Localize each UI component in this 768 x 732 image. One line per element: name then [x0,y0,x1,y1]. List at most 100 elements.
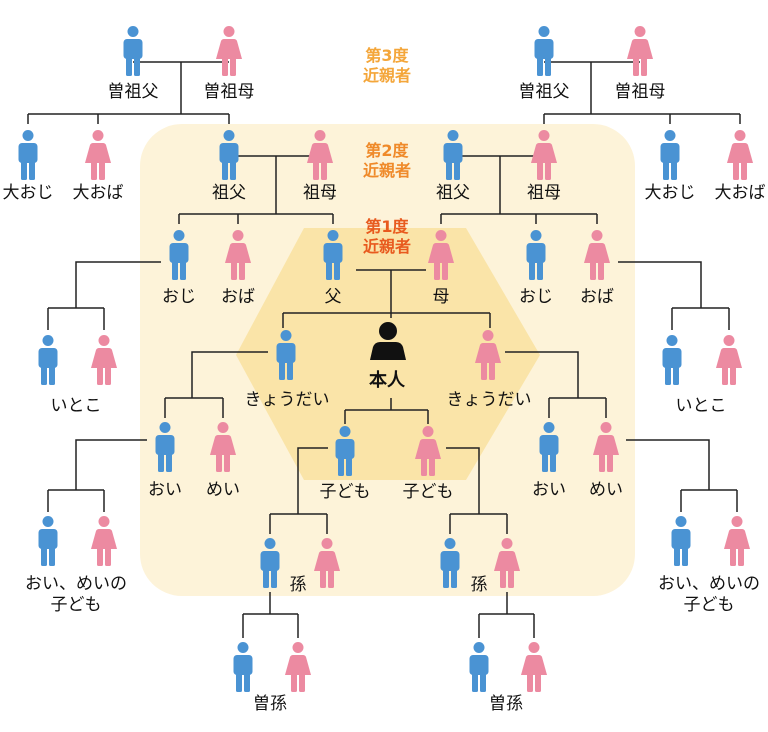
label-sibling-left: きょうだい [244,390,330,410]
label-nnc-right-line1: おい、めいの [658,574,760,594]
label-grandchild-right: 孫 [470,575,488,595]
connector-line [75,261,161,308]
self-silhouette-icon [370,322,406,360]
label-aunt-left: おば [221,287,255,307]
sibling-right-icon [475,330,501,380]
nephew-left-icon [155,422,175,472]
label-sibling-right: きょうだい [446,390,532,410]
degree2-line2: 近親者 [362,161,411,180]
grandfather-right-icon [443,130,463,180]
great-grandchild-right-female-icon [521,642,547,692]
label-grand-uncle-left: 大おじ [2,183,54,203]
label-cousin-right: いとこ [675,396,727,416]
label-nnc-left-line2: 子ども [50,595,102,615]
cousin-right-male-icon [662,335,682,385]
grandfather-left-icon [219,130,239,180]
great-grandmother-left-icon [216,26,242,76]
cousin-right-female-icon [716,335,742,385]
great-grandfather-right-icon [534,26,554,76]
connector-line [505,351,579,398]
grand-aunt-right-icon [727,130,753,180]
label-grand-uncle-right: 大おじ [644,183,696,203]
label-uncle-left: おじ [162,287,196,307]
label-aunt-right: おば [580,287,614,307]
label-cousin-left: いとこ [50,396,102,416]
connector-line [446,447,480,514]
grand-uncle-right-icon [660,130,680,180]
grand-aunt-left-icon [85,130,111,180]
father-icon [323,230,343,280]
label-grandfather-left: 祖父 [212,183,246,203]
label-grand-aunt-left: 大おば [72,183,124,203]
label-nephew-right: おい [532,480,566,500]
label-great-grandchild-left: 曽孫 [253,694,287,714]
niece-left-icon [210,422,236,472]
label-grandfather-right: 祖父 [436,183,470,203]
niece-child-left-icon [91,516,117,566]
label-great-grandmother-left: 曽祖母 [203,82,255,102]
aunt-left-icon [225,230,251,280]
connector-line [618,261,702,308]
label-child-son: 子ども [319,482,371,502]
aunt-right-icon [584,230,610,280]
grandmother-left-icon [307,130,333,180]
connector-line [626,439,710,490]
label-nnc-right-line2: 子ども [683,595,735,615]
label-nephew-left: おい [148,480,182,500]
child-son-icon [335,426,355,476]
label-grandmother-right: 祖母 [527,183,561,203]
label-grandchild-left: 孫 [289,575,307,595]
person-icons [18,26,753,692]
child-daughter-icon [415,426,441,476]
great-grandchild-left-female-icon [285,642,311,692]
grandchild-right-female-icon [494,538,520,588]
label-niece-right: めい [589,480,623,500]
label-father: 父 [324,287,342,307]
degree1-line2: 近親者 [362,237,411,256]
connector-lines [27,61,741,638]
degree3-caption: 第3度 近親者 [342,46,432,86]
degree3-line1: 第3度 [365,46,409,65]
self-label: 本人 [369,370,405,391]
label-grandmother-left: 祖母 [303,183,337,203]
label-nnc-left-line1: おい、めいの [25,574,127,594]
degree1-caption: 第1度 近親者 [342,217,432,257]
nephew-child-right-icon [671,516,691,566]
great-grandmother-right-icon [627,26,653,76]
degree3-line2: 近親者 [362,66,411,85]
great-grandfather-left-icon [123,26,143,76]
label-mother: 母 [432,287,450,307]
niece-right-icon [593,422,619,472]
uncle-left-icon [169,230,189,280]
label-nephew-niece-children-right: おい、めいの 子ども [658,574,760,616]
great-grandchild-left-male-icon [233,642,253,692]
label-nephew-niece-children-left: おい、めいの 子ども [25,574,127,616]
niece-child-right-icon [724,516,750,566]
grandchild-left-female-icon [314,538,340,588]
degree1-line1: 第1度 [365,217,409,236]
sibling-left-icon [276,330,296,380]
label-child-daughter: 子ども [402,482,454,502]
connector-line [297,447,328,514]
grandchild-right-male-icon [440,538,460,588]
label-uncle-right: おじ [519,287,553,307]
nephew-child-left-icon [38,516,58,566]
grand-uncle-left-icon [18,130,38,180]
great-grandchild-right-male-icon [469,642,489,692]
nephew-right-icon [539,422,559,472]
label-great-grandmother-right: 曽祖母 [614,82,666,102]
grandmother-right-icon [531,130,557,180]
degree2-line1: 第2度 [365,141,409,160]
uncle-right-icon [526,230,546,280]
label-great-grandfather-right: 曽祖父 [518,82,570,102]
label-great-grandfather-left: 曽祖父 [107,82,159,102]
label-great-grandchild-right: 曽孫 [489,694,523,714]
mother-icon [428,230,454,280]
cousin-left-male-icon [38,335,58,385]
connector-line [191,351,268,398]
cousin-left-female-icon [91,335,117,385]
label-niece-left: めい [206,480,240,500]
grandchild-left-male-icon [260,538,280,588]
